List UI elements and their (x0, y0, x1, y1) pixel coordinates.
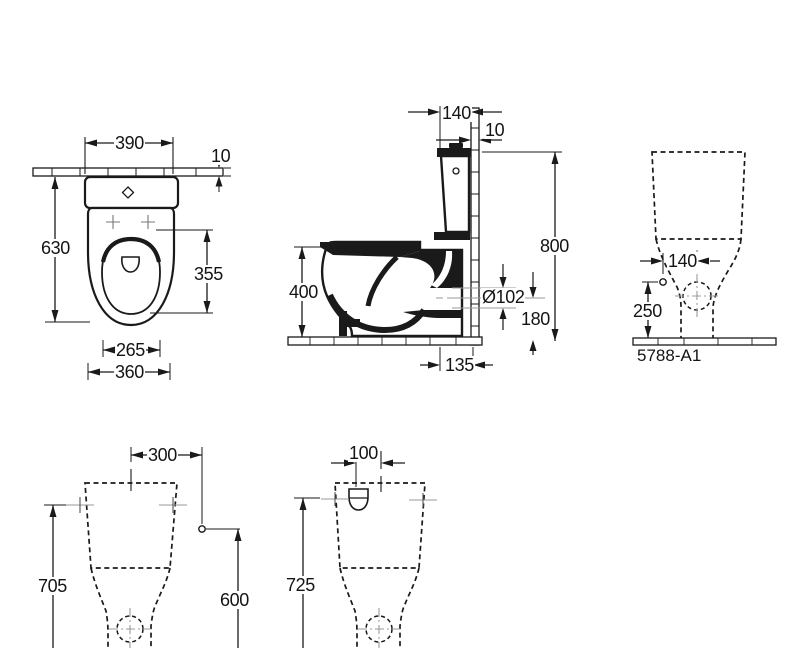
dim-rearleft-supply-height: 600 (219, 590, 250, 610)
dim-rear-supply-height: 250 (632, 301, 663, 321)
dim-plan-tank-width: 390 (114, 133, 145, 153)
dim-rearmid-inlet-to-center: 100 (348, 443, 379, 463)
dim-side-tank-depth: 140 (441, 103, 472, 123)
dim-side-outlet-height: 180 (520, 309, 551, 329)
plan-view (32, 137, 231, 380)
dim-plan-bowl-width: 360 (114, 362, 145, 382)
dim-side-rim-height: 400 (288, 282, 319, 302)
dim-side-outlet-diameter: Ø102 (481, 287, 526, 307)
dim-plan-shelf-thickness: 10 (210, 146, 232, 166)
model-number-label: 5788-A1 (637, 346, 702, 365)
dim-plan-total-depth: 630 (40, 238, 71, 258)
side-view (287, 106, 562, 371)
dim-side-outlet-offset: 135 (444, 355, 475, 375)
dim-rear-supply-to-center: 140 (667, 251, 698, 271)
dim-side-wall-thickness: 10 (484, 120, 506, 140)
rear-view-left-detail (44, 447, 242, 648)
dim-plan-inner-width: 265 (115, 340, 146, 360)
dim-rearmid-inlet-height: 725 (285, 575, 316, 595)
dim-rearleft-center-to-supply: 300 (147, 445, 178, 465)
rear-view-mid-detail (294, 450, 437, 648)
dim-side-total-height: 800 (539, 236, 570, 256)
dim-rearleft-tank-top-height: 705 (37, 576, 68, 596)
dim-plan-seat-depth: 355 (193, 264, 224, 284)
